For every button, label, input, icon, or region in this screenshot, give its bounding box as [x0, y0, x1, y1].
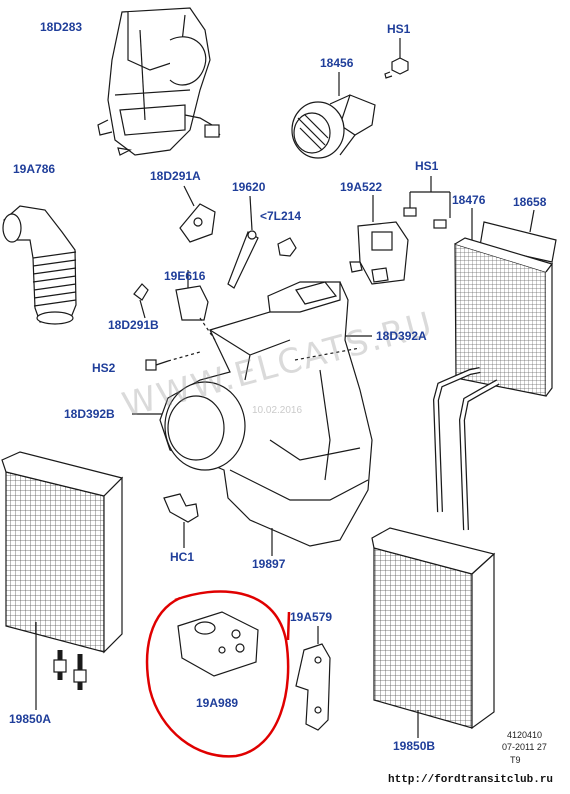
label-7l214: <7L214 [260, 209, 302, 223]
screw-hs2 [145, 351, 201, 371]
label-19850b: 19850B [393, 739, 436, 753]
bracket-18d291a-part [179, 185, 216, 243]
red-highlight-circle [145, 590, 290, 758]
label-19a989: 19A989 [196, 696, 239, 710]
actuator-link-part [227, 195, 297, 289]
diagram-date: 07-2011 27 [502, 742, 547, 752]
heater-core-part [432, 208, 553, 531]
label-18456: 18456 [320, 56, 354, 70]
clip-hc1-part [163, 493, 199, 548]
label-hs2: HS2 [92, 361, 116, 375]
blower-resistor-part [349, 195, 409, 285]
hvac-housing-part [159, 281, 373, 556]
label-19e616: 19E616 [164, 269, 206, 283]
seal-18658-part [479, 209, 557, 263]
label-19897: 19897 [252, 557, 286, 571]
watermark-date: 10.02.2016 [252, 405, 303, 416]
label-18d283: 18D283 [40, 20, 83, 34]
blower-motor-part [291, 72, 376, 159]
insulator-19a989-part [177, 611, 259, 677]
screw-hs1-top [384, 38, 409, 79]
label-19850a: 19850A [9, 712, 52, 726]
label-hc1: HC1 [170, 550, 195, 564]
small-clips-part [133, 270, 216, 341]
label-18d392b: 18D392B [64, 407, 115, 421]
evaporator-core-left-part [1, 451, 124, 710]
label-18d291a: 18D291A [150, 169, 201, 183]
diagram-page: T9 [510, 755, 521, 765]
label-19620: 19620 [232, 180, 266, 194]
label-19a786: 19A786 [13, 162, 56, 176]
label-18476: 18476 [452, 193, 486, 207]
heater-core-right-part [371, 527, 496, 738]
blower-housing-part [97, 7, 221, 156]
label-19a522: 19A522 [340, 180, 383, 194]
screws-hs1-right [403, 176, 451, 229]
label-18d291b: 18D291B [108, 318, 159, 332]
red-highlight-stroke [286, 611, 291, 641]
label-18658: 18658 [513, 195, 547, 209]
label-hs1-top: HS1 [387, 22, 411, 36]
label-hs1-right: HS1 [415, 159, 439, 173]
diagram-code: 4120410 [507, 730, 543, 740]
label-19a579: 19A579 [290, 610, 333, 624]
label-18d392a: 18D392A [376, 329, 427, 343]
air-duct-hose-part [2, 205, 77, 325]
source-url: http://fordtransitclub.ru [388, 774, 554, 786]
bracket-19a579-part [295, 626, 331, 731]
